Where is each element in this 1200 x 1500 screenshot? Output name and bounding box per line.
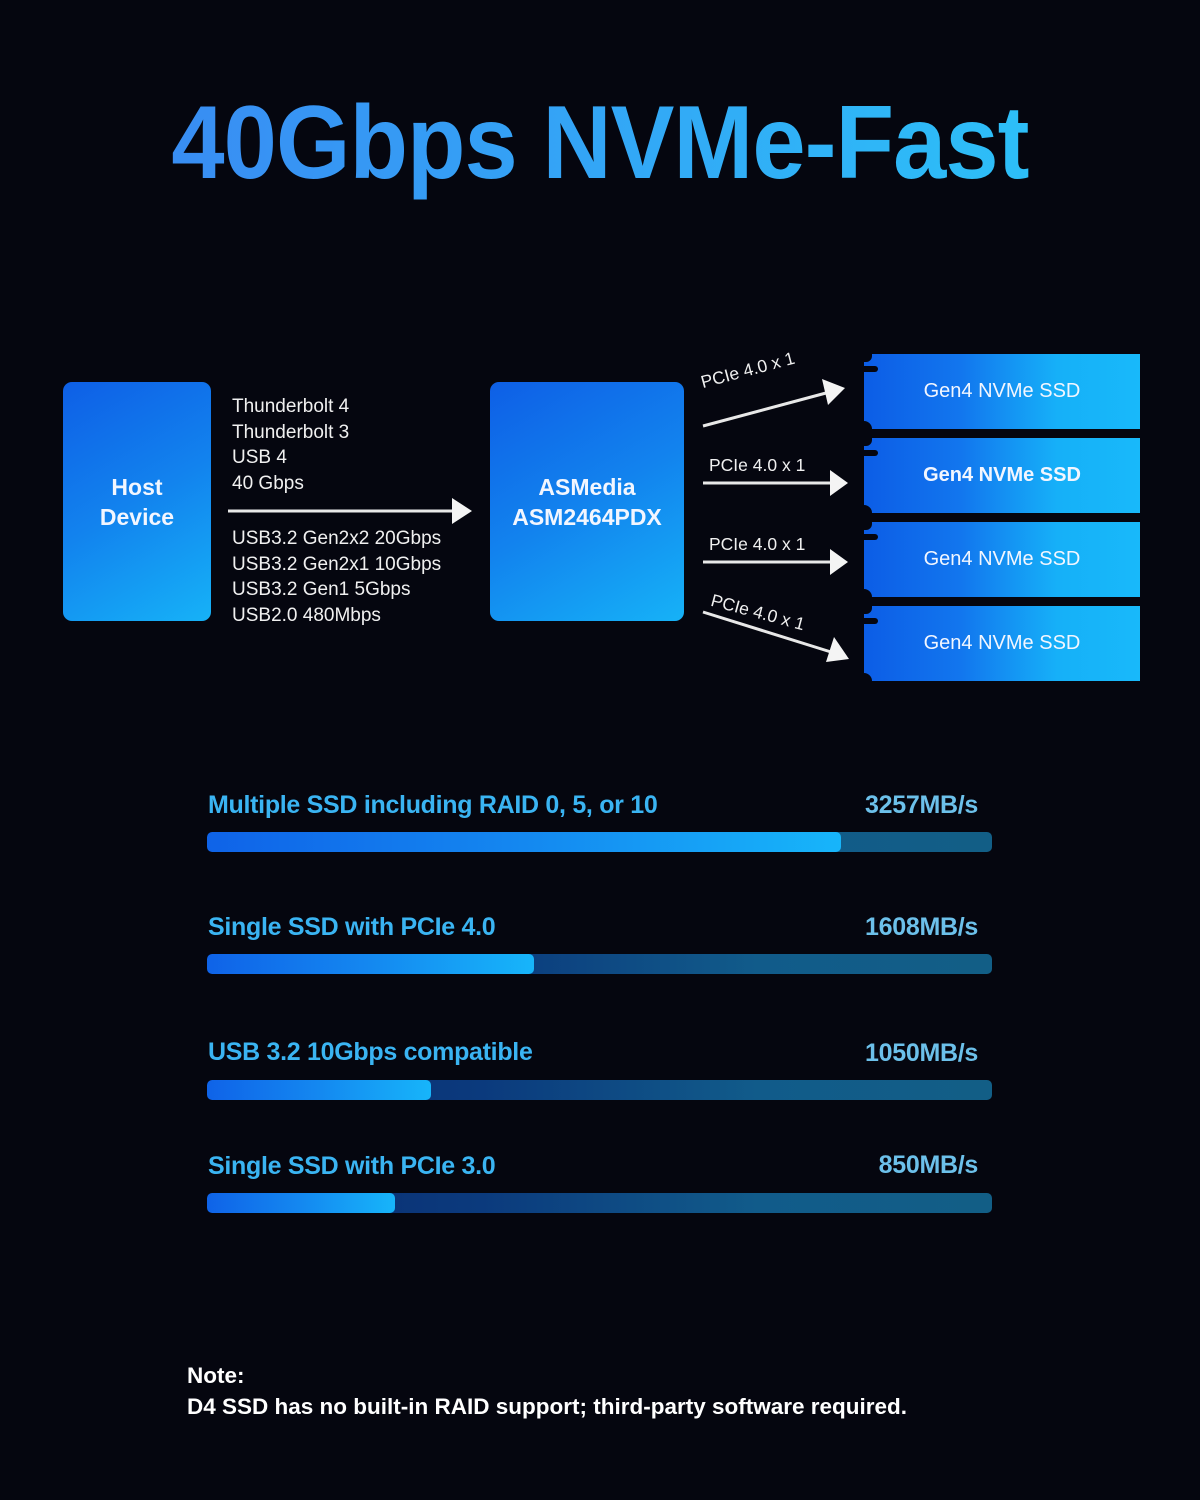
protocol-list-top: Thunderbolt 4 Thunderbolt 3 USB 4 40 Gbp… bbox=[232, 394, 349, 496]
bar-value-pcie4: 1608MB/s bbox=[865, 913, 978, 941]
protocol-item: USB3.2 Gen2x2 20Gbps bbox=[232, 528, 442, 549]
ssd-label: Gen4 NVMe SSD bbox=[923, 632, 1081, 654]
link-label-2: PCIe 4.0 x 1 bbox=[709, 455, 806, 475]
ssd-card-1: Gen4 NVMe SSD bbox=[864, 354, 1140, 429]
protocol-item: USB3.2 Gen2x1 10Gbps bbox=[232, 553, 442, 575]
arrow-link-1-icon bbox=[702, 391, 827, 428]
speed-bar-raid bbox=[207, 832, 992, 852]
link-label-3: PCIe 4.0 x 1 bbox=[709, 534, 806, 554]
note-heading: Note: bbox=[187, 1363, 245, 1388]
speed-bar-fill bbox=[207, 1080, 431, 1100]
bar-value-pcie3: 850MB/s bbox=[878, 1151, 979, 1179]
controller-label-line2: ASM2464PDX bbox=[512, 503, 662, 530]
bar-label-pcie4: Single SSD with PCIe 4.0 bbox=[208, 913, 496, 941]
host-label-line2: Device bbox=[99, 503, 175, 530]
ssd-card-3: Gen4 NVMe SSD bbox=[864, 522, 1140, 597]
host-device-box: Host Device bbox=[63, 382, 211, 621]
protocol-item: USB 4 bbox=[232, 447, 287, 468]
host-label-line1: Host bbox=[111, 473, 163, 500]
bar-label-usb32: USB 3.2 10Gbps compatible bbox=[208, 1038, 533, 1066]
protocol-list-bottom: USB3.2 Gen2x2 20Gbps USB3.2 Gen2x1 10Gbp… bbox=[232, 526, 441, 628]
speed-bar-fill bbox=[207, 832, 842, 852]
ssd-card-2: Gen4 NVMe SSD bbox=[864, 438, 1140, 513]
protocol-item: Thunderbolt 3 bbox=[232, 421, 350, 443]
connection-arrows bbox=[228, 379, 849, 662]
speed-bar-fill bbox=[207, 1193, 396, 1213]
speed-bar-usb32 bbox=[207, 1080, 992, 1100]
bar-label-raid: Multiple SSD including RAID 0, 5, or 10 bbox=[208, 791, 658, 819]
speed-bar-pcie4 bbox=[207, 954, 992, 974]
controller-label-line1: ASMedia bbox=[538, 473, 636, 500]
protocol-item: 40 Gbps bbox=[232, 472, 304, 494]
protocol-item: USB3.2 Gen1 5Gbps bbox=[232, 579, 411, 600]
speed-bar-fill bbox=[207, 954, 535, 974]
controller-chip-box: ASMedia ASM2464PDX bbox=[490, 382, 684, 621]
bar-value-raid: 3257MB/s bbox=[865, 791, 978, 819]
page-title: 40Gbps NVMe-Fast bbox=[48, 78, 1152, 208]
note-text: D4 SSD has no built-in RAID support; thi… bbox=[187, 1394, 908, 1419]
protocol-item: USB2.0 480Mbps bbox=[232, 604, 381, 626]
ssd-label: Gen4 NVMe SSD bbox=[923, 380, 1081, 402]
protocol-item: Thunderbolt 4 bbox=[232, 396, 350, 417]
ssd-label: Gen4 NVMe SSD bbox=[923, 464, 1081, 486]
arrow-link-4-icon bbox=[702, 610, 832, 654]
ssd-label: Gen4 NVMe SSD bbox=[923, 548, 1081, 570]
bar-value-usb32: 1050MB/s bbox=[865, 1039, 978, 1067]
note-block: Note: D4 SSD has no built-in RAID suppor… bbox=[187, 1360, 907, 1422]
ssd-card-4: Gen4 NVMe SSD bbox=[864, 606, 1140, 681]
bar-label-pcie3: Single SSD with PCIe 3.0 bbox=[208, 1152, 496, 1180]
speed-bar-pcie3 bbox=[207, 1193, 992, 1213]
